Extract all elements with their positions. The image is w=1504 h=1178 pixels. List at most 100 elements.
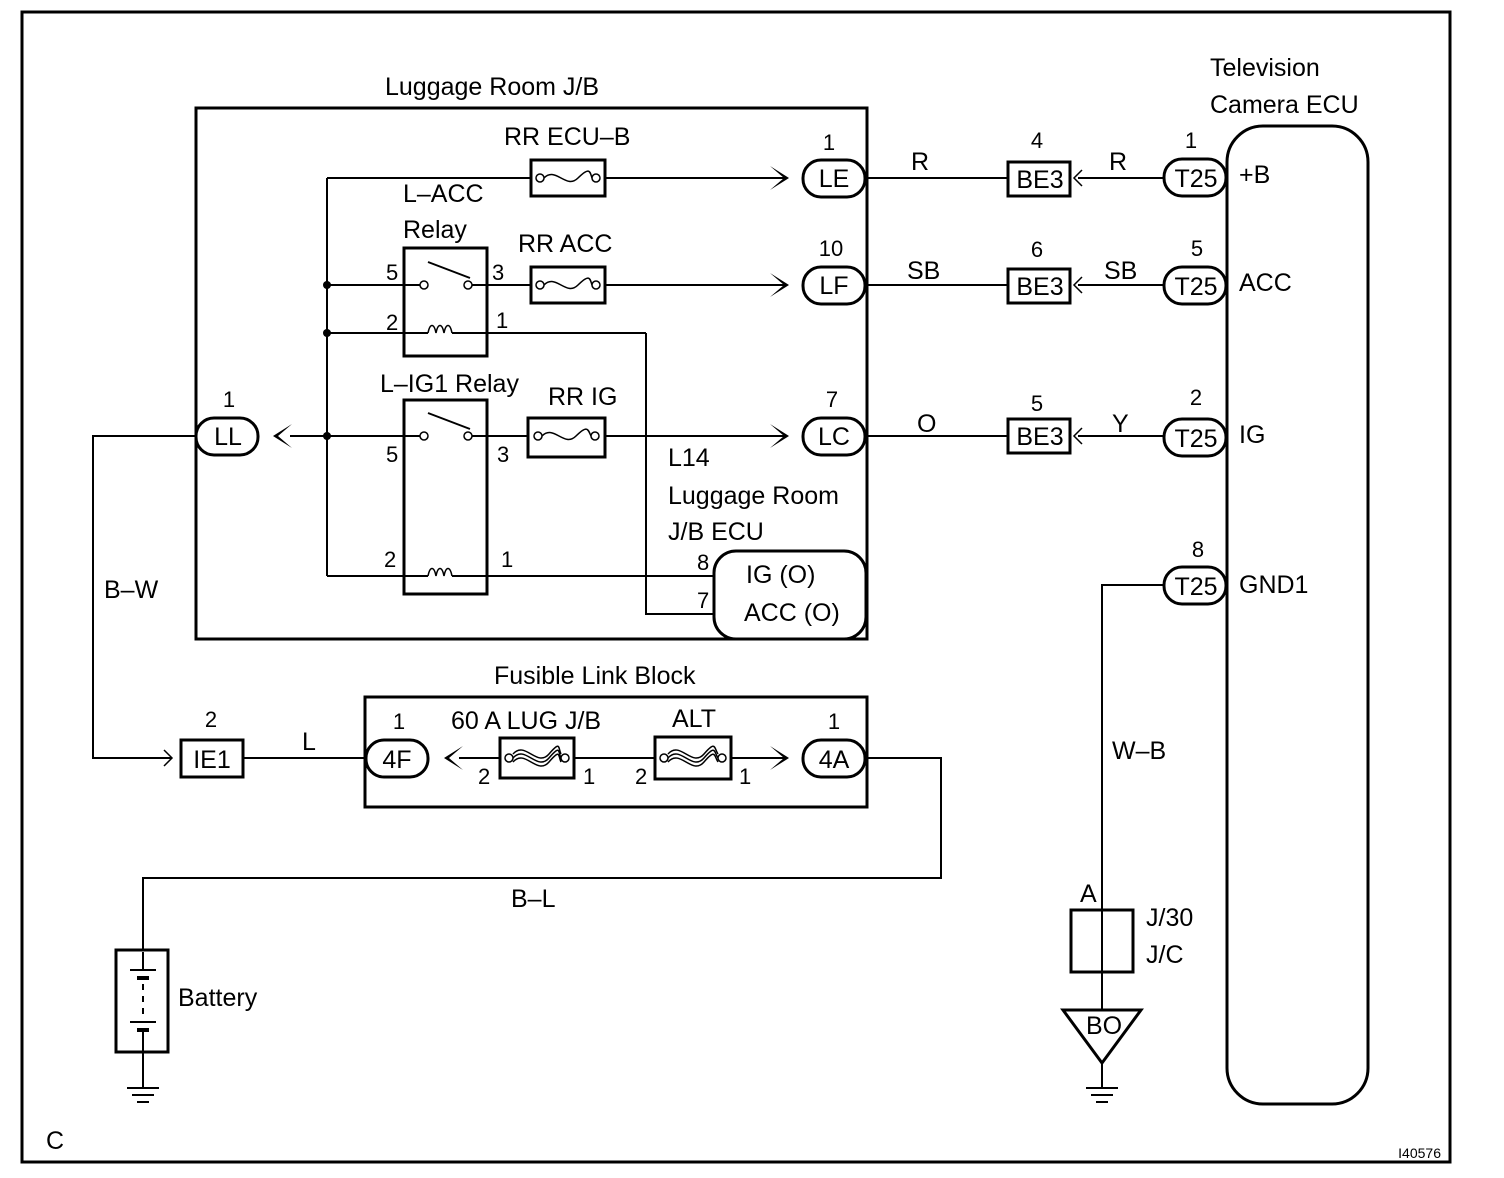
wire-color-label: L: [302, 728, 316, 756]
wire-color-label: SB: [1104, 257, 1137, 285]
connector-be3: BE3: [1006, 267, 1083, 305]
wire-color-label: R: [911, 148, 929, 176]
pin-label: 4: [1031, 128, 1043, 153]
battery-cells: [130, 952, 156, 1052]
connector-be3: BE3: [1006, 417, 1083, 455]
pin-label: 1: [501, 547, 513, 572]
figure-id: I40576: [1398, 1145, 1441, 1161]
connector-code: LE: [819, 165, 850, 193]
fuse-alt-label: ALT: [672, 705, 716, 733]
pin-label: 2: [478, 764, 490, 789]
fusible-link-block: [363, 695, 869, 809]
ground-icon: [127, 1087, 159, 1103]
fuse-rr-ig: [526, 416, 607, 459]
pin-label: 1: [223, 387, 235, 412]
pin-label: A: [1080, 880, 1097, 908]
wire-color-label: SB: [907, 257, 940, 285]
relay-contact: [419, 431, 429, 441]
fuse-rr-ig-label: RR IG: [548, 383, 617, 411]
fuse-lug-label: 60 A LUG J/B: [451, 707, 601, 735]
fuse-rr-acc-label: RR ACC: [518, 230, 612, 258]
pin-label: 5: [1031, 391, 1043, 416]
wire-color-label: Y: [1112, 410, 1129, 438]
junction-connector-j30: [1069, 908, 1135, 974]
connector-ll: LL: [194, 416, 292, 457]
relay-l-acc: [402, 246, 489, 358]
wire-color-label: B–W: [104, 576, 159, 604]
connector-arrow: [163, 749, 174, 767]
wire-color-label: B–L: [511, 885, 556, 913]
pin-label: 2: [384, 547, 396, 572]
wire-bw: [92, 435, 196, 759]
pin-label: 5: [386, 442, 398, 467]
connector-code: IE1: [193, 746, 231, 774]
luggage-jb-title: Luggage Room J/B: [385, 73, 599, 101]
tv-ecu-title-1: Television: [1210, 54, 1320, 82]
pin-label: 3: [492, 260, 504, 285]
ground-label: BO: [1086, 1012, 1122, 1040]
connector-lc: LC: [770, 416, 867, 457]
relay-contact: [419, 280, 429, 290]
pin-label: 1: [1185, 128, 1197, 153]
pin-label: 2: [386, 310, 398, 335]
pin-label: 2: [205, 707, 217, 732]
connector-code: T25: [1174, 573, 1217, 601]
relay-l-ig1-label: L–IG1 Relay: [380, 370, 519, 398]
ecu-code: L14: [668, 444, 710, 472]
fuse-rr-acc: [529, 265, 607, 305]
connector-code: LF: [819, 272, 848, 300]
relay-l-acc-label-1: L–ACC: [403, 180, 484, 208]
relay-l-ig1: [402, 398, 489, 596]
luggage-jb-ecu: [712, 549, 868, 641]
pin-label: 2: [635, 764, 647, 789]
fusible-link-alt: [653, 735, 733, 781]
tv-camera-ecu-box: [1225, 124, 1370, 1106]
corner-letter: C: [46, 1127, 64, 1155]
connector-code: T25: [1174, 273, 1217, 301]
wire-acc-ecu: [645, 333, 716, 615]
pin-label: 5: [1191, 236, 1203, 261]
relay-coil: [427, 324, 453, 334]
relay-coil: [427, 567, 453, 577]
ecu-terminal-label: IG: [1239, 421, 1265, 449]
battery-label: Battery: [178, 984, 258, 1012]
fusible-link-title: Fusible Link Block: [494, 662, 696, 690]
ground-point-bo: [1060, 1008, 1144, 1066]
ecu-terminal-label: +B: [1239, 161, 1270, 189]
pin-label: 7: [826, 387, 838, 412]
pin-label: 1: [823, 130, 835, 155]
pin-label: 5: [386, 260, 398, 285]
connector-code: BE3: [1016, 273, 1063, 301]
jc-label-1: J/30: [1146, 904, 1193, 932]
connector-code: T25: [1174, 425, 1217, 453]
connector-code: BE3: [1016, 423, 1063, 451]
relay-switch: [427, 261, 471, 279]
pin-label: 8: [697, 550, 709, 575]
pin-label: 1: [583, 764, 595, 789]
pin-label: 8: [1192, 537, 1204, 562]
connector-code: LL: [214, 423, 242, 451]
pin-label: 1: [393, 709, 405, 734]
pin-label: 7: [697, 588, 709, 613]
wire-color-label: O: [917, 410, 936, 438]
connector-4f: 4F: [364, 738, 463, 779]
connector-code: 4F: [382, 746, 411, 774]
pin-label: 6: [1031, 237, 1043, 262]
connector-t25: T25: [1162, 265, 1228, 306]
fuse-rr-ecu-b: [529, 158, 607, 198]
wire-bl: [142, 757, 942, 950]
connector-code: LC: [818, 423, 850, 451]
ecu-name-2: J/B ECU: [668, 518, 764, 546]
pin-label: 1: [739, 764, 751, 789]
jc-label-2: J/C: [1146, 941, 1184, 969]
pin-label: 1: [496, 308, 508, 333]
ecu-ig-terminal: IG (O): [746, 561, 815, 589]
wire-wb: [1101, 584, 1164, 1088]
pin-label: 1: [828, 709, 840, 734]
connector-t25: T25: [1162, 157, 1228, 198]
pin-label: 10: [819, 236, 843, 261]
pin-label: 3: [497, 442, 509, 467]
connector-code: 4A: [819, 746, 850, 774]
relay-switch: [427, 412, 471, 430]
connector-t25: T25: [1162, 565, 1228, 606]
